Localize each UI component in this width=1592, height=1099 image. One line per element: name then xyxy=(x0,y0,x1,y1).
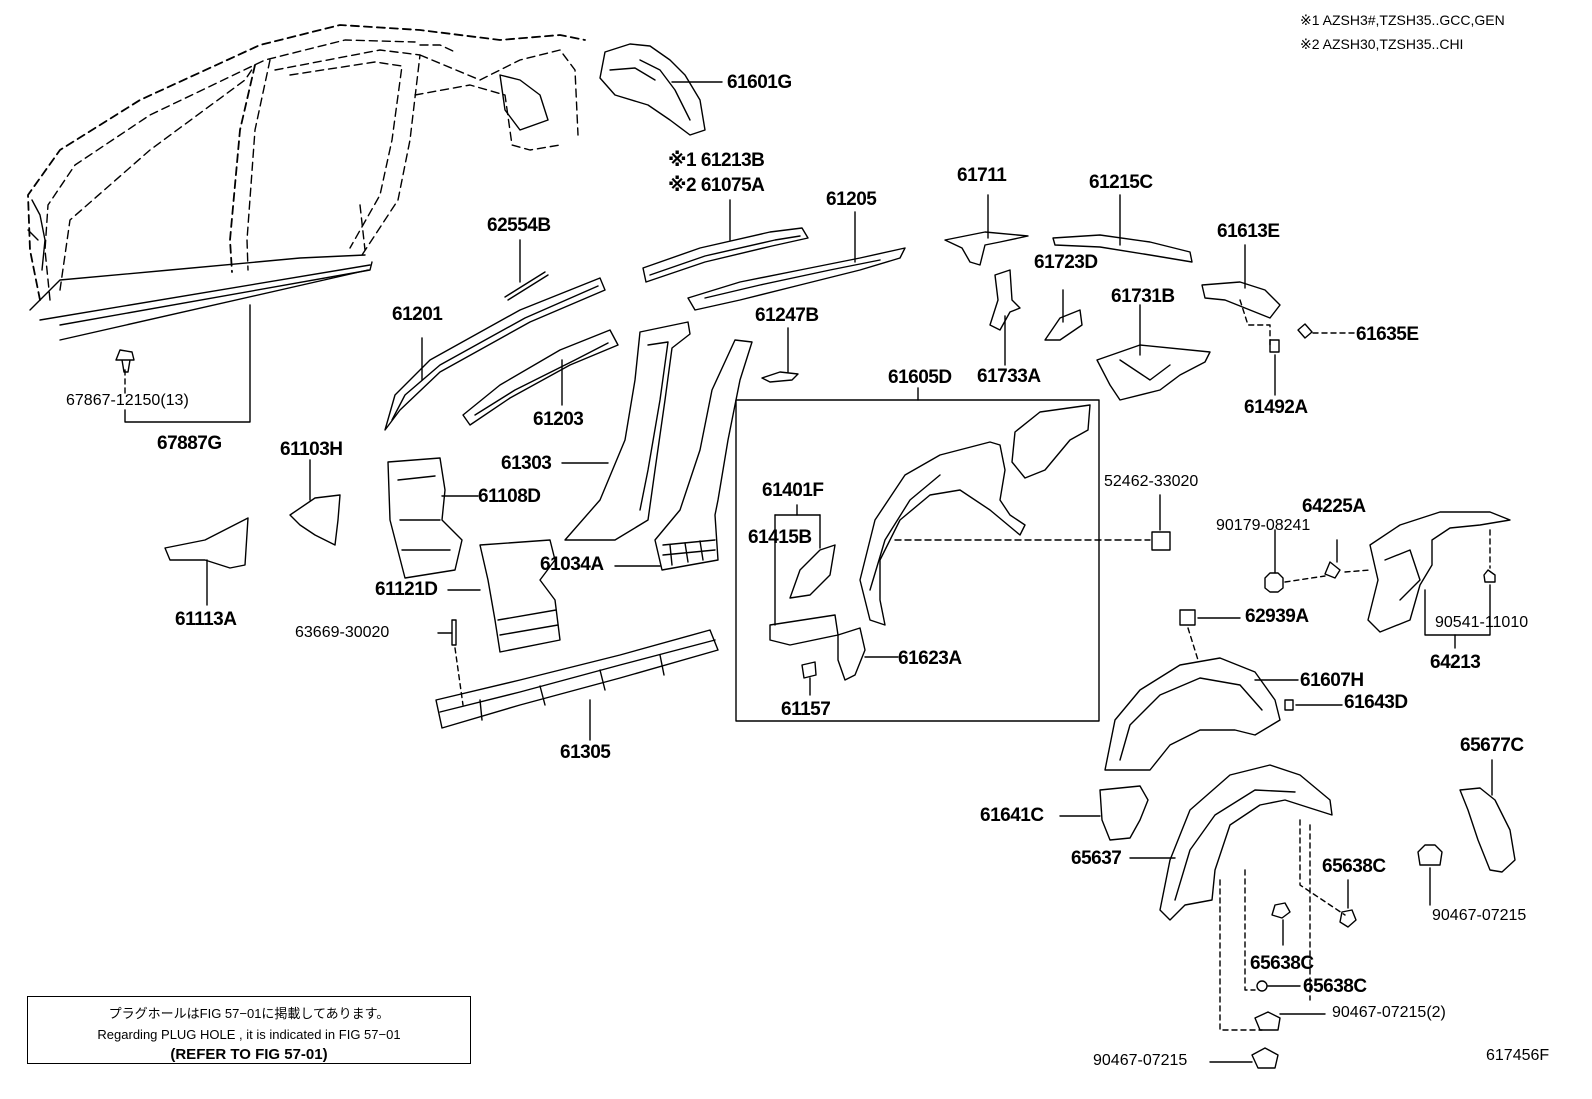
part-label-61607h[interactable]: 61607H xyxy=(1300,670,1364,691)
part-61213b-shape xyxy=(642,227,809,283)
part-61121d-shape xyxy=(479,539,561,653)
part-label-61643d[interactable]: 61643D xyxy=(1344,692,1408,713)
note-2: ※2 AZSH30,TZSH35..CHI xyxy=(1300,36,1464,52)
part-label-61401f[interactable]: 61401F xyxy=(762,480,824,501)
part-label-61492a[interactable]: 61492A xyxy=(1244,397,1308,418)
part-label-67867-12150[interactable]: 67867-12150(13) xyxy=(66,392,189,409)
figure-code: 617456F xyxy=(1486,1047,1550,1064)
part-61605d-shape xyxy=(859,441,1026,626)
reference-line-en: Regarding PLUG HOLE , it is indicated in… xyxy=(97,1027,401,1042)
part-label-67887g[interactable]: 67887G xyxy=(157,433,222,454)
part-label-61723d[interactable]: 61723D xyxy=(1034,252,1098,273)
part-64213-shape xyxy=(1367,511,1511,633)
part-label-61203[interactable]: 61203 xyxy=(533,409,584,430)
part-65637-shape xyxy=(1159,764,1333,921)
part-label-61121d[interactable]: 61121D xyxy=(375,579,438,600)
part-label-61215c[interactable]: 61215C xyxy=(1089,172,1153,193)
part-label-52462-33020[interactable]: 52462-33020 xyxy=(1104,473,1199,490)
part-label-61605d[interactable]: 61605D xyxy=(888,367,952,388)
part-label-61108d[interactable]: 61108D xyxy=(478,486,541,507)
part-label-90467-07215-a[interactable]: 90467-07215 xyxy=(1432,907,1527,924)
reference-line-refer[interactable]: (REFER TO FIG 57-01) xyxy=(170,1046,328,1063)
part-label-65638c-c[interactable]: 65638C xyxy=(1303,976,1367,997)
part-label-61113a[interactable]: 61113A xyxy=(175,609,237,630)
part-label-64225a[interactable]: 64225A xyxy=(1302,496,1366,517)
part-label-61157[interactable]: 61157 xyxy=(781,699,831,720)
part-label-61305[interactable]: 61305 xyxy=(560,742,611,763)
part-61303-shape xyxy=(564,321,691,541)
part-label-61205[interactable]: 61205 xyxy=(826,189,877,210)
part-label-61247b[interactable]: 61247B xyxy=(755,305,819,326)
part-61601g-shape xyxy=(599,43,706,136)
part-61607h-shape xyxy=(1104,657,1281,771)
part-label-61641c[interactable]: 61641C xyxy=(980,805,1044,826)
part-61205-shape xyxy=(687,247,906,311)
reference-line-jp: プラグホールはFIG 57−01に掲載してあります。 xyxy=(108,1006,390,1021)
part-label-61601g[interactable]: 61601G xyxy=(727,72,792,93)
part-label-61201[interactable]: 61201 xyxy=(392,304,443,325)
part-label-61415b[interactable]: 61415B xyxy=(748,527,812,548)
part-label-64213[interactable]: 64213 xyxy=(1430,652,1481,673)
part-61215c-shape xyxy=(1052,234,1193,263)
part-label-65637[interactable]: 65637 xyxy=(1071,848,1122,869)
part-label-90541-11010[interactable]: 90541-11010 xyxy=(1435,614,1529,631)
part-label-90467-07215-c[interactable]: 90467-07215 xyxy=(1093,1052,1188,1069)
part-label-65677c[interactable]: 65677C xyxy=(1460,735,1524,756)
part-label-61731b[interactable]: 61731B xyxy=(1111,286,1175,307)
part-61203-shape xyxy=(462,329,619,426)
part-61711-shape xyxy=(944,231,1029,266)
part-label-61103h[interactable]: 61103H xyxy=(280,439,343,460)
part-label-62554b[interactable]: 62554B xyxy=(487,215,551,236)
part-label-61213b[interactable]: ※1 61213B xyxy=(668,150,765,171)
part-label-61623a[interactable]: 61623A xyxy=(898,648,962,669)
part-quarter-inner-shape xyxy=(1011,404,1091,479)
part-label-90467-07215-2[interactable]: 90467-07215(2) xyxy=(1332,1004,1446,1021)
part-label-61733a[interactable]: 61733A xyxy=(977,366,1041,387)
part-label-65638c-b[interactable]: 65638C xyxy=(1250,953,1314,974)
part-61108d-shape xyxy=(387,457,463,579)
reference-box: プラグホールはFIG 57−01に掲載してあります。 Regarding PLU… xyxy=(27,996,471,1064)
part-61201-shape xyxy=(384,277,606,431)
part-61305-shape xyxy=(435,629,719,729)
part-label-61034a[interactable]: 61034A xyxy=(540,554,604,575)
part-label-61075a[interactable]: ※2 61075A xyxy=(668,175,765,196)
body-side-outline xyxy=(27,24,586,341)
part-label-61711[interactable]: 61711 xyxy=(957,165,1007,186)
part-label-62939a[interactable]: 62939A xyxy=(1245,606,1309,627)
part-label-63669-30020[interactable]: 63669-30020 xyxy=(295,624,390,641)
part-label-90179-08241[interactable]: 90179-08241 xyxy=(1216,517,1311,534)
part-label-65638c-a[interactable]: 65638C xyxy=(1322,856,1386,877)
part-label-61303[interactable]: 61303 xyxy=(501,453,552,474)
part-65677c-shape xyxy=(1459,787,1516,873)
part-label-61635e[interactable]: 61635E xyxy=(1356,324,1419,345)
part-label-61613e[interactable]: 61613E xyxy=(1217,221,1280,242)
part-61034a-shape xyxy=(654,339,753,571)
part-61613e-shape xyxy=(1201,281,1281,319)
part-61113a-shape xyxy=(164,517,249,569)
part-61731b-shape xyxy=(1096,344,1211,401)
assembly-box-61605d xyxy=(735,399,1100,722)
note-1: ※1 AZSH3#,TZSH35..GCC,GEN xyxy=(1300,12,1505,28)
